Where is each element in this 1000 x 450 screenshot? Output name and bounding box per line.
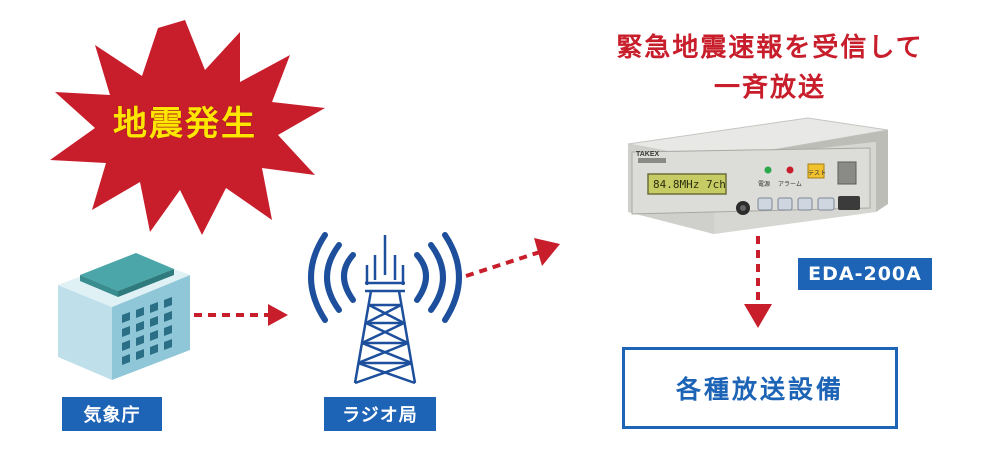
lcd-display: 84.8MHz 7ch <box>653 178 726 191</box>
dotted-arrow-right-icon <box>194 304 288 326</box>
dotted-arrow-up-right-icon <box>465 238 560 278</box>
broadcast-equipment-box: 各種放送設備 <box>622 347 898 429</box>
earthquake-occurred-text: 地震発生 <box>113 104 257 144</box>
headline-line-1: 緊急地震速報を受信して <box>616 33 924 63</box>
earthquake-burst-icon <box>50 20 325 235</box>
agency-label: 気象庁 <box>62 397 162 431</box>
receiver-device: 84.8MHz 7ch <box>627 117 889 234</box>
test-button-label: テスト <box>808 170 827 177</box>
device-brand: TAKEX <box>636 151 660 158</box>
building-icon <box>58 253 190 380</box>
dotted-arrow-down-icon <box>744 236 772 328</box>
alarm-button-label: アラーム <box>778 181 802 188</box>
radio-station-label: ラジオ局 <box>324 397 436 431</box>
model-label: EDA-200A <box>798 258 932 290</box>
headline-line-2: 一斉放送 <box>713 73 826 103</box>
radio-tower-icon <box>308 232 462 385</box>
power-button-label: 電源 <box>758 181 771 188</box>
